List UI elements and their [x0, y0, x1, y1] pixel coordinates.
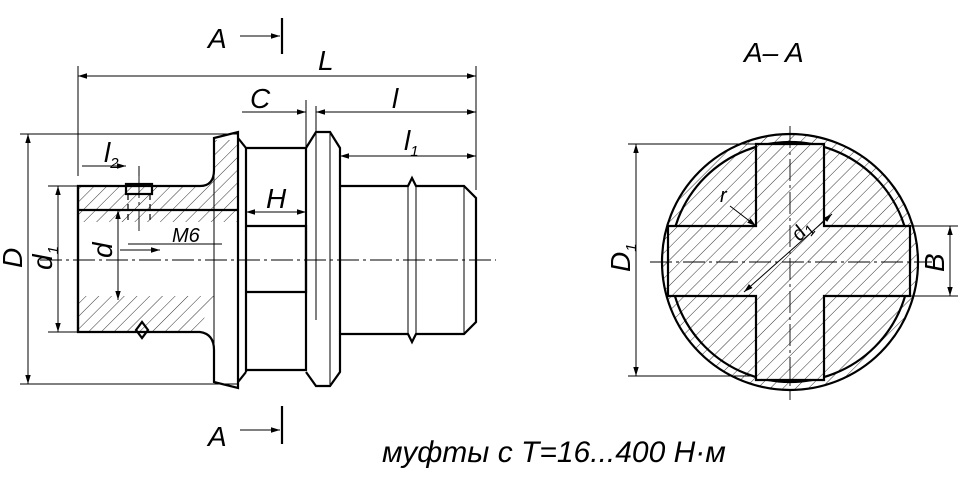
dim-inner-diameter: d1: [27, 246, 62, 270]
left-hub-section-lower: [78, 296, 214, 332]
section-title: A– A: [742, 37, 804, 68]
dim-length: l: [392, 83, 399, 114]
dim-length-1: l1: [404, 125, 419, 160]
section-a-a: [628, 126, 958, 400]
dim-fillet-radius: r: [720, 185, 728, 207]
dim-bore-diameter: d: [87, 241, 118, 258]
dim-section-diameter: D1: [605, 243, 640, 272]
dim-section-width: B: [919, 253, 950, 272]
section-marker-top: A: [206, 23, 227, 54]
dim-overall-length: L: [318, 45, 334, 76]
dim-outer-diameter: D: [0, 248, 28, 268]
left-hub-section: [78, 140, 238, 222]
dim-head-height: H: [266, 183, 287, 214]
dim-thread: M6: [172, 225, 201, 247]
caption: муфты с Т=16...400 Н·м: [382, 436, 726, 469]
dim-chamfer: C: [250, 83, 271, 114]
section-marker-bottom: A: [206, 421, 227, 452]
dim-length-2: l2: [104, 137, 119, 172]
part-elevation: [20, 18, 496, 444]
